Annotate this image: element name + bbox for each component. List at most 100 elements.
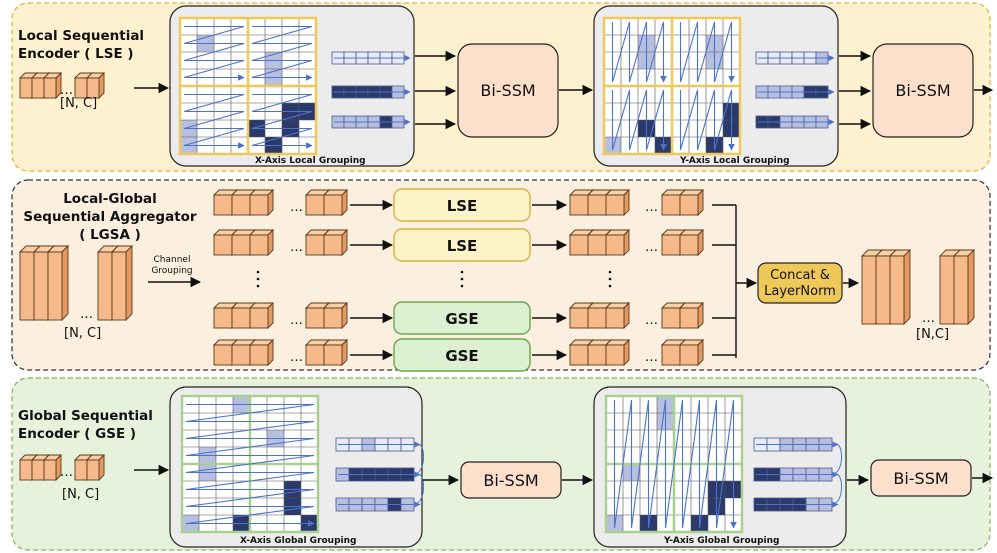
token-cube-front: [213, 194, 233, 216]
tensor-slice-front: [953, 255, 969, 325]
token-cube-front: [569, 344, 589, 366]
gse-shape-label: [N, C]: [62, 487, 99, 502]
lgsa-title-line1: Local-Global: [63, 191, 157, 207]
token-cube-front: [74, 459, 88, 481]
token-cube-front: [231, 307, 251, 329]
token-cube-front: [587, 307, 607, 329]
ellipsis: …: [80, 307, 93, 322]
token-cube-side: [697, 301, 704, 330]
scan-path: [679, 89, 735, 151]
gse-bissm-2-label: Bi-SSM: [893, 469, 948, 488]
token-cube-front: [213, 234, 233, 256]
token-cube-front: [661, 307, 681, 329]
token-cube-front: [43, 459, 57, 481]
token-cube-side: [267, 301, 274, 330]
branch-module-label: GSE: [445, 347, 478, 365]
gse-y-grouping-grid: [604, 394, 744, 534]
tensor-slice-front: [939, 255, 955, 325]
token-cube-side: [623, 301, 630, 330]
vertical-ellipsis-dot: [256, 284, 260, 288]
token-cube-front: [213, 344, 233, 366]
token-cube-side: [623, 188, 630, 217]
branch-module-lse: [393, 188, 531, 222]
token-cube-side: [267, 188, 274, 217]
sequence-link: [831, 443, 842, 475]
token-cube-side: [267, 228, 274, 257]
lse-input-tokens: …: [18, 71, 106, 100]
lse-x-caption: X-Axis Local Grouping: [255, 156, 366, 166]
tensor-slice-front: [889, 255, 905, 325]
token-cube-front: [305, 344, 325, 366]
token-cube-side: [98, 453, 105, 482]
grid-border: [180, 394, 320, 534]
vertical-ellipsis-dot: [256, 277, 260, 281]
lse-bissm-2-label: Bi-SSM: [895, 81, 950, 100]
token-cube-front: [249, 307, 269, 329]
tensor-slice-front: [875, 255, 891, 325]
branch-module-label: LSE: [447, 197, 478, 215]
grid-border: [604, 394, 744, 534]
lgsa-input-shape: [N, C]: [64, 326, 101, 341]
tensor-slice-front: [111, 251, 127, 321]
lgsa-input-tensor: …: [18, 244, 134, 322]
token-cube-front: [661, 234, 681, 256]
lse-bissm-2: [872, 43, 974, 138]
ellipsis: …: [645, 350, 658, 365]
ellipsis: …: [645, 200, 658, 215]
vertical-ellipsis-dot: [460, 277, 464, 281]
ellipsis: …: [922, 311, 935, 326]
token-cube-side: [341, 188, 348, 217]
vertical-ellipsis-dot: [608, 270, 612, 274]
branch-module-gse: [393, 338, 531, 372]
concat-label-line2: LayerNorm: [764, 284, 836, 299]
token-cube-side: [697, 228, 704, 257]
gse-title-line1: Global Sequential: [18, 408, 153, 424]
tensor-slice-front: [19, 251, 35, 321]
lgsa-branches: …LSE……LSE……GSE……GSE…: [212, 188, 736, 372]
gse-bissm-2: [870, 459, 972, 497]
token-cube-side: [267, 338, 274, 367]
token-cube-front: [323, 234, 343, 256]
token-cube-front: [569, 234, 589, 256]
token-cube-front: [605, 234, 625, 256]
branch-module-lse: [393, 228, 531, 262]
tensor-slice-side: [967, 248, 975, 326]
vertical-ellipsis-dot: [608, 284, 612, 288]
token-cube-front: [679, 194, 699, 216]
token-cube-front: [231, 344, 251, 366]
scan-path: [183, 93, 245, 149]
grid-border: [602, 16, 742, 156]
token-cube-front: [587, 194, 607, 216]
token-cube-side: [623, 338, 630, 367]
token-cube-front: [43, 77, 57, 99]
ellipsis: …: [290, 240, 303, 255]
scan-path: [251, 25, 313, 81]
token-cube-front: [605, 344, 625, 366]
lgsa-title-line2: Sequential Aggregator: [23, 209, 197, 225]
gse-y-caption: Y-Axis Global Grouping: [663, 536, 779, 546]
token-cube-side: [98, 71, 105, 100]
token-cube-side: [623, 228, 630, 257]
sequence-link: [413, 443, 424, 475]
gse-x-grouping-grid: [180, 394, 320, 534]
scan-path: [185, 403, 315, 527]
token-cube-front: [231, 234, 251, 256]
ellipsis: …: [290, 313, 303, 328]
token-cube-front: [661, 344, 681, 366]
token-cube-front: [323, 344, 343, 366]
token-cube-front: [661, 194, 681, 216]
vertical-ellipsis-dot: [256, 270, 260, 274]
channel-grouping-line1: Channel: [154, 255, 191, 265]
gse-y-sequences: [753, 437, 842, 512]
scan-path: [679, 21, 735, 83]
token-cube-front: [249, 234, 269, 256]
lse-title-line1: Local Sequential: [18, 28, 144, 44]
token-cube-front: [305, 194, 325, 216]
token-cube-front: [305, 234, 325, 256]
token-cube-front: [249, 344, 269, 366]
token-cube-front: [231, 194, 251, 216]
tensor-slice-side: [61, 244, 69, 322]
token-cube-front: [213, 307, 233, 329]
scan-path: [613, 399, 737, 529]
